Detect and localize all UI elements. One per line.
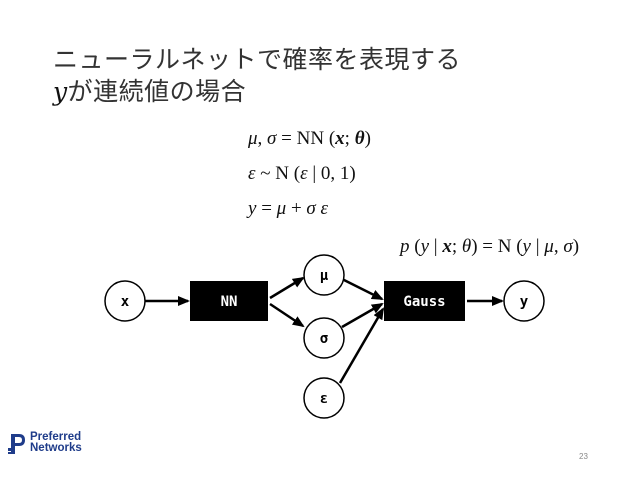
eq1-mid: = NN ( <box>276 128 336 149</box>
node-mu: μ <box>303 254 345 296</box>
node-x: x <box>104 280 146 322</box>
eq1-theta: θ <box>354 128 365 149</box>
prob-semi: ; <box>451 236 462 257</box>
title-text-1: ニューラルネットで確率を表現する <box>53 45 462 74</box>
slide-title-line-2: yが連続値の場合 <box>53 72 246 108</box>
node-nn-label: NN <box>221 294 238 310</box>
eq3-eps: ε <box>320 198 329 219</box>
equation-nn-output: μ, σ = NN (x; θ) <box>248 128 371 150</box>
node-mu-label: μ <box>320 268 329 284</box>
node-sigma: σ <box>303 317 345 359</box>
prob-open: ( <box>409 236 421 257</box>
prob-y2: y <box>522 236 531 257</box>
node-sigma-label: σ <box>320 331 328 347</box>
prob-x: x <box>442 236 452 257</box>
company-logo: Preferred Networks <box>8 431 100 456</box>
node-x-label: x <box>121 294 130 310</box>
prob-mu: μ <box>544 236 554 257</box>
eq3-eq: = <box>256 198 277 219</box>
eq1-x: x <box>335 128 345 149</box>
eq1-end: ) <box>364 128 371 149</box>
eq3-mu: μ <box>276 198 287 219</box>
eq3-plus: + <box>286 198 307 219</box>
equation-reparam: y = μ + σ ε <box>248 198 328 220</box>
title-variable-y: y <box>53 77 68 106</box>
page-number: 23 <box>579 452 588 461</box>
node-y-label: y <box>520 294 529 310</box>
prob-theta: θ <box>461 236 472 257</box>
node-gauss: Gauss <box>384 281 465 321</box>
logo-mark-icon <box>8 434 25 454</box>
prob-p: p <box>400 236 410 257</box>
eq1-sep: , <box>257 128 268 149</box>
prob-comma: , <box>553 236 564 257</box>
edge-nn-sigma <box>269 302 305 328</box>
logo-wordmark: Preferred Networks <box>30 431 82 454</box>
node-nn: NN <box>190 281 268 321</box>
prob-end: ) <box>572 236 580 257</box>
eq1-semi: ; <box>344 128 355 149</box>
prob-mid: ) = N ( <box>471 236 523 257</box>
node-y: y <box>503 280 545 322</box>
node-eps-label: ε <box>320 391 328 407</box>
slide-title-line-1: ニューラルネットで確率を表現する <box>53 40 461 76</box>
prob-sigma: σ <box>563 236 573 257</box>
eq2-end: | 0, 1) <box>307 163 356 184</box>
eq2-eps: ε <box>248 163 256 184</box>
logo-line-2: Networks <box>30 442 82 454</box>
equation-probability: p (y | x; θ) = N (y | μ, σ) <box>400 236 579 258</box>
eq2-mid: ~ N ( <box>255 163 301 184</box>
eq1-sigma: σ <box>267 128 277 149</box>
node-gauss-label: Gauss <box>403 294 445 310</box>
eq3-y: y <box>248 198 257 219</box>
logo-line-1: Preferred <box>30 431 82 443</box>
edge-nn-mu <box>269 276 305 300</box>
eq2-eps2: ε <box>300 163 308 184</box>
eq3-sigma: σ <box>306 198 316 219</box>
prob-bar: | <box>429 236 443 257</box>
edge-mu-gauss <box>341 277 384 301</box>
eq1-mu: μ <box>248 128 258 149</box>
edge-sigma-gauss <box>341 302 384 329</box>
prob-bar2: | <box>530 236 545 257</box>
node-eps: ε <box>303 377 345 419</box>
title-text-2: が連続値の場合 <box>67 77 247 106</box>
prob-y: y <box>420 236 430 257</box>
equation-noise: ε ~ N (ε | 0, 1) <box>248 163 356 185</box>
edge-eps-gauss <box>338 307 385 384</box>
